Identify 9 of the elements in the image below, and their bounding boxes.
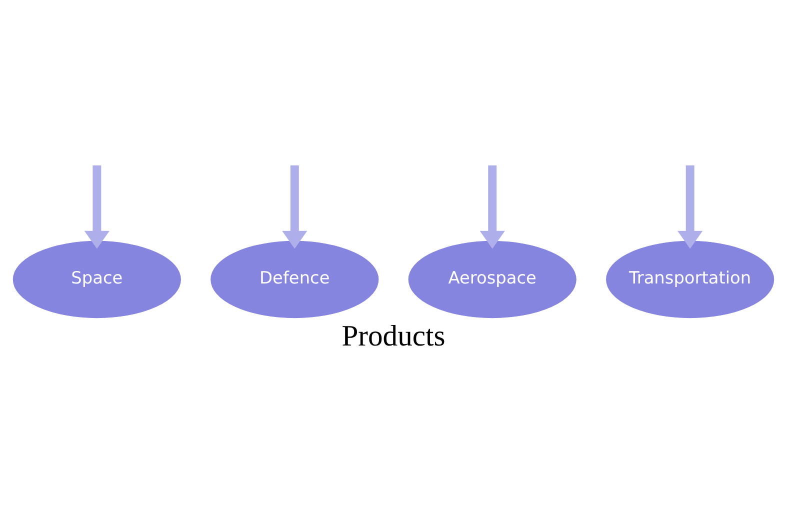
node-ellipse: Transportation [606, 240, 774, 318]
arrow [480, 165, 505, 249]
arrow [282, 165, 308, 249]
caption: Products [342, 320, 446, 352]
node-ellipse: Space [12, 240, 181, 318]
arrow [678, 165, 703, 249]
node-ellipse: Defence [210, 240, 379, 318]
node-ellipse: Aerospace [408, 240, 576, 318]
arrow [84, 165, 110, 249]
